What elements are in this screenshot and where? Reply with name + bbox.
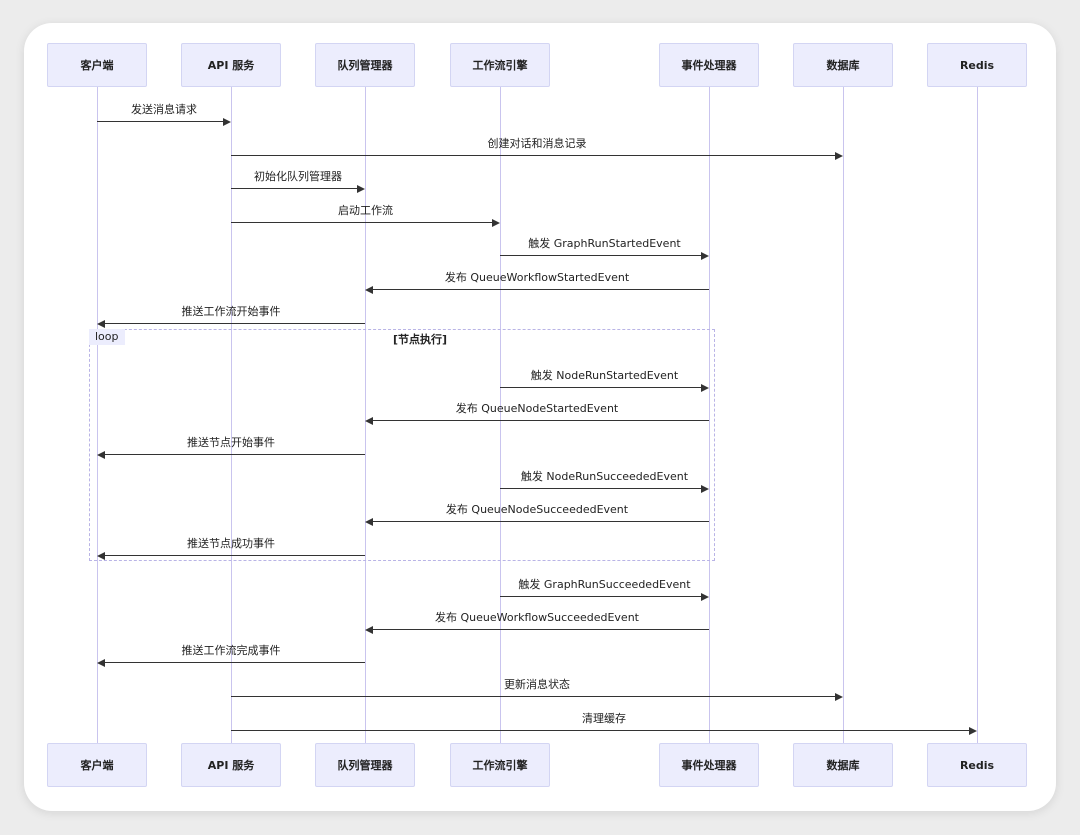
participant-bottom-redis: Redis [927,743,1027,787]
participant-bottom-db: 数据库 [793,743,893,787]
lifeline-api [231,87,232,743]
message-label: 触发 NodeRunSucceededEvent [520,470,689,483]
message-arrow-line [105,323,365,324]
message-label: 发布 QueueNodeSucceededEvent [445,503,629,516]
message-arrow-line [97,121,223,122]
arrowhead-icon [97,319,105,328]
arrowhead-icon [365,625,373,634]
arrowhead-icon [97,450,105,459]
message-arrow-line [231,188,357,189]
message-arrow-line [231,696,835,697]
message-label: 更新消息状态 [504,678,570,691]
loop-condition: [节点执行] [392,333,448,346]
message-arrow-line [231,155,835,156]
message-label: 清理缓存 [582,712,626,725]
message-arrow-line [105,454,365,455]
participant-top-engine: 工作流引擎 [450,43,550,87]
message-arrow-line [373,289,709,290]
message-label: 创建对话和消息记录 [487,137,587,150]
diagram-card [24,23,1056,811]
participant-bottom-client: 客户端 [47,743,147,787]
message-label: 推送工作流完成事件 [181,644,281,657]
message-label: 发送消息请求 [131,103,197,116]
message-label: 触发 GraphRunSucceededEvent [518,578,691,591]
message-label: 发布 QueueNodeStartedEvent [455,402,619,415]
message-arrow-line [105,662,365,663]
arrowhead-icon [701,251,709,260]
arrowhead-icon [365,517,373,526]
arrowhead-icon [357,184,365,193]
lifeline-client [97,87,98,743]
participant-top-redis: Redis [927,43,1027,87]
message-arrow-line [373,629,709,630]
arrowhead-icon [492,218,500,227]
message-arrow-line [105,555,365,556]
message-label: 触发 GraphRunStartedEvent [528,237,681,250]
message-arrow-line [373,521,709,522]
arrowhead-icon [97,551,105,560]
arrowhead-icon [701,592,709,601]
participant-bottom-handler: 事件处理器 [659,743,759,787]
arrowhead-icon [701,484,709,493]
arrowhead-icon [223,117,231,126]
message-arrow-line [500,596,701,597]
participant-top-client: 客户端 [47,43,147,87]
participant-top-db: 数据库 [793,43,893,87]
loop-tag: loop [89,329,125,345]
message-label: 初始化队列管理器 [254,170,342,183]
message-arrow-line [500,387,701,388]
arrowhead-icon [969,726,977,735]
lifeline-handler [709,87,710,743]
message-label: 推送工作流开始事件 [181,305,281,318]
message-label: 启动工作流 [338,204,393,217]
loop-frame [89,329,715,561]
participant-bottom-queue: 队列管理器 [315,743,415,787]
message-label: 发布 QueueWorkflowStartedEvent [444,271,630,284]
message-label: 触发 NodeRunStartedEvent [530,369,679,382]
participant-bottom-engine: 工作流引擎 [450,743,550,787]
arrowhead-icon [835,692,843,701]
lifeline-redis [977,87,978,743]
participant-bottom-api: API 服务 [181,743,281,787]
message-label: 推送节点成功事件 [187,537,275,550]
arrowhead-icon [365,285,373,294]
lifeline-db [843,87,844,743]
participant-top-handler: 事件处理器 [659,43,759,87]
participant-top-api: API 服务 [181,43,281,87]
message-arrow-line [500,255,701,256]
lifeline-queue [365,87,366,743]
message-arrow-line [231,222,492,223]
message-arrow-line [231,730,969,731]
arrowhead-icon [835,151,843,160]
lifeline-engine [500,87,501,743]
message-label: 推送节点开始事件 [187,436,275,449]
arrowhead-icon [701,383,709,392]
participant-top-queue: 队列管理器 [315,43,415,87]
message-arrow-line [500,488,701,489]
arrowhead-icon [365,416,373,425]
message-label: 发布 QueueWorkflowSucceededEvent [435,611,639,624]
arrowhead-icon [97,658,105,667]
message-arrow-line [373,420,709,421]
